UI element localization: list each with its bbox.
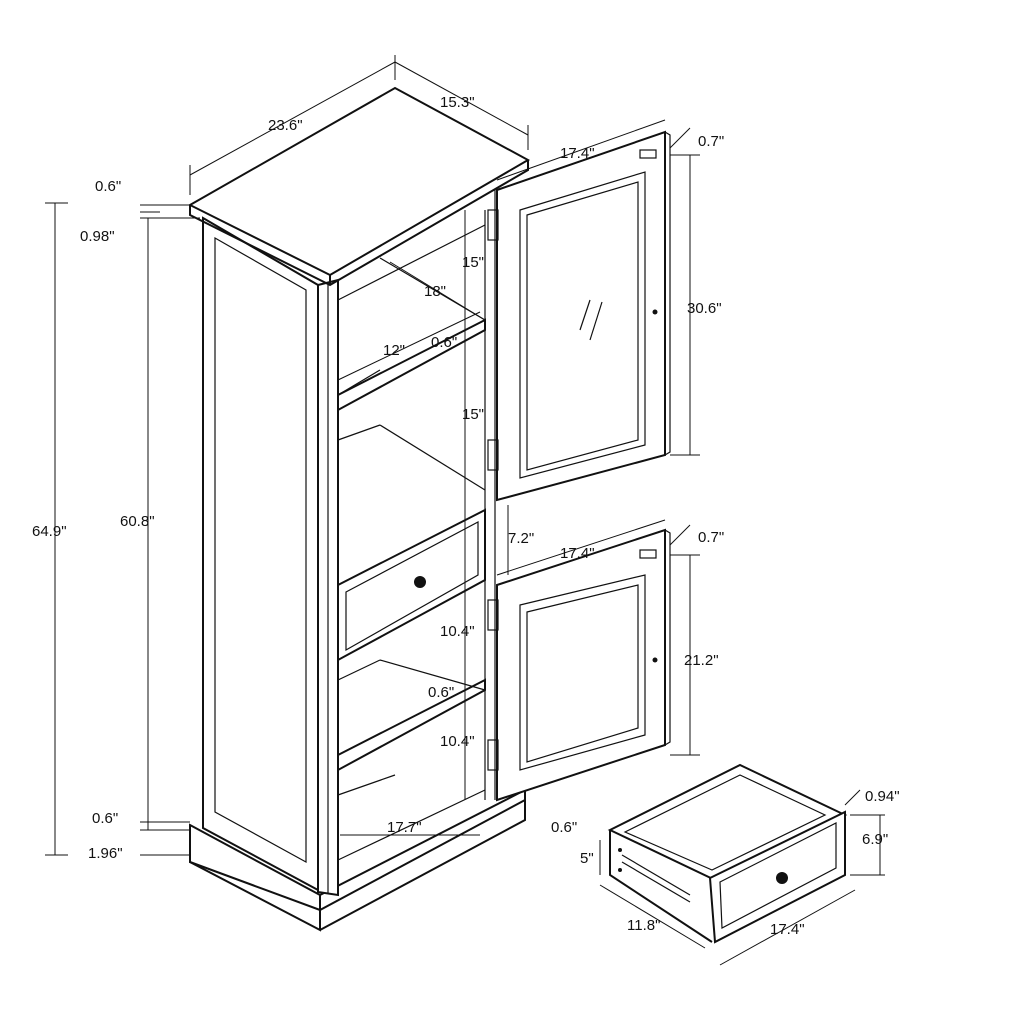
drawer-detail bbox=[607, 763, 848, 944]
label-bottom-door-width: 17.4" bbox=[560, 545, 595, 562]
label-lower-shelf-space-2: 10.4" bbox=[440, 733, 475, 750]
label-drawer-height: 6.9" bbox=[862, 831, 888, 848]
drawer-knob-icon bbox=[776, 872, 788, 884]
cabinet-body bbox=[187, 86, 531, 932]
label-drawer-depth: 11.8" bbox=[627, 917, 660, 934]
label-total-height: 64.9" bbox=[32, 523, 67, 540]
label-top-door-thickness: 0.7" bbox=[698, 133, 724, 150]
lower-shelf bbox=[337, 678, 486, 772]
label-interior-width: 17.7" bbox=[387, 819, 422, 836]
label-shelf-depth: 12" bbox=[383, 342, 405, 359]
hinge-icon bbox=[487, 209, 499, 241]
label-bottom-door-height: 21.2" bbox=[684, 652, 719, 669]
label-upper-shelf-space-1: 15" bbox=[462, 254, 484, 271]
label-top-gap: 0.98" bbox=[80, 228, 115, 245]
cabinet-drawer bbox=[337, 508, 486, 662]
label-top-width: 23.6" bbox=[268, 117, 303, 134]
label-top-door-height: 30.6" bbox=[687, 300, 722, 317]
dimension-lines bbox=[45, 55, 885, 966]
label-top-depth: 15.3" bbox=[440, 94, 475, 111]
label-drawer-opening-height: 7.2" bbox=[508, 530, 534, 547]
label-upper-shelf-space-2: 15" bbox=[462, 406, 484, 423]
hinge-icon bbox=[487, 739, 499, 771]
bottom-door bbox=[487, 528, 671, 802]
top-door bbox=[487, 130, 671, 502]
label-body-height: 60.8" bbox=[120, 513, 155, 530]
side-panel-inset bbox=[214, 236, 307, 864]
label-shelf-width: 18" bbox=[424, 283, 446, 300]
drawer-knob-icon bbox=[414, 576, 426, 588]
label-drawer-side-thickness: 0.6" bbox=[551, 819, 577, 836]
label-drawer-inner-height: 5" bbox=[580, 850, 594, 867]
label-bottom-thickness: 0.6" bbox=[92, 810, 118, 827]
hinge-icon bbox=[487, 599, 499, 631]
dimension-labels: 23.6" 15.3" 17.4" 0.7" 0.6" 0.98" 64.9" … bbox=[32, 94, 900, 938]
label-shelf-thickness-upper: 0.6" bbox=[431, 334, 457, 351]
label-bottom-door-thickness: 0.7" bbox=[698, 529, 724, 546]
label-drawer-front-thickness: 0.94" bbox=[865, 788, 900, 805]
label-top-thickness: 0.6" bbox=[95, 178, 121, 195]
label-shelf-thickness-lower: 0.6" bbox=[428, 684, 454, 701]
label-lower-shelf-space-1: 10.4" bbox=[440, 623, 475, 640]
label-base-height: 1.96" bbox=[88, 845, 123, 862]
side-panel bbox=[202, 216, 319, 892]
label-top-door-width: 17.4" bbox=[560, 145, 595, 162]
upper-shelf bbox=[337, 318, 486, 412]
label-drawer-width: 17.4" bbox=[770, 921, 805, 938]
hinge-icon bbox=[487, 439, 499, 471]
